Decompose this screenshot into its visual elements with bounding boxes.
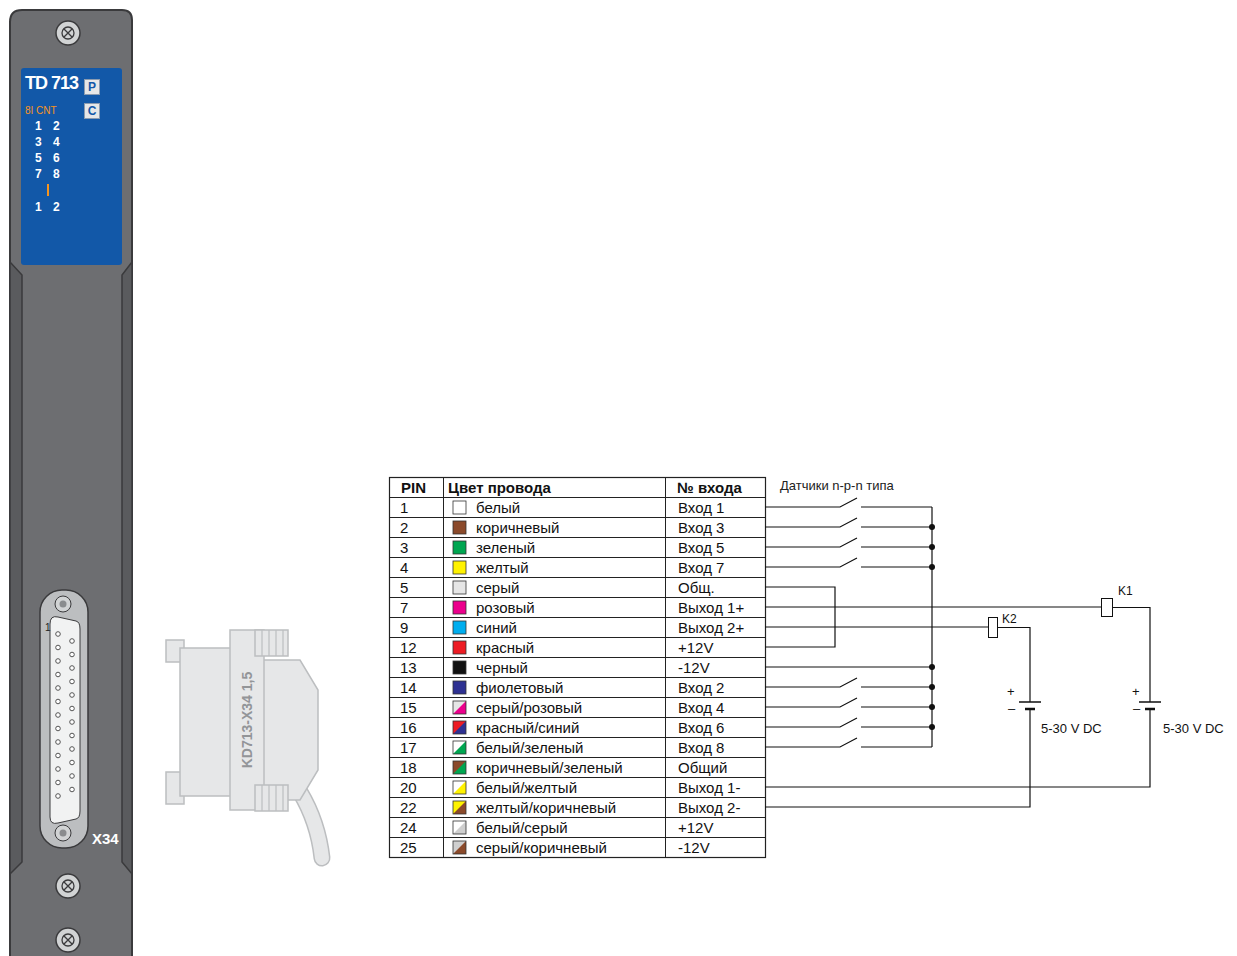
table-header: № входа <box>677 478 742 497</box>
wire-color-cell: серый/розовый <box>476 698 582 717</box>
pin-number-cell: 1 <box>400 498 408 517</box>
cable-marking: KD713-X34 1,5 <box>239 672 255 769</box>
dsub-connector <box>40 590 88 848</box>
signal-cell: Выход 1+ <box>678 598 744 617</box>
polarity-sign: – <box>1133 702 1140 716</box>
module-faceplate <box>10 10 132 956</box>
wire-color-cell: белый <box>476 498 520 517</box>
signal-cell: Вход 6 <box>678 718 724 737</box>
signal-cell: Выход 1- <box>678 778 740 797</box>
polarity-sign: + <box>1132 685 1140 699</box>
pin-number-cell: 2 <box>400 518 408 537</box>
channel-numbers: 1 2 <box>35 120 60 133</box>
wire-color-cell: зеленый <box>476 538 535 557</box>
pin-number-cell: 4 <box>400 558 408 577</box>
indicator-letter: P <box>88 81 96 93</box>
relay-label: K1 <box>1118 585 1133 597</box>
pin-number-cell: 25 <box>400 838 417 857</box>
signal-cell: Выход 2+ <box>678 618 744 637</box>
table-header: Цвет провода <box>448 478 551 497</box>
channel-numbers: 5 6 <box>35 152 60 165</box>
signal-cell: +12V <box>678 638 713 657</box>
table-header: PIN <box>401 478 426 497</box>
signal-cell: -12V <box>678 838 710 857</box>
signal-cell: Вход 1 <box>678 498 724 517</box>
pin-number-cell: 15 <box>400 698 417 717</box>
relay-wire <box>1113 608 1150 689</box>
signal-cell: Общ. <box>678 578 715 597</box>
signal-cell: +12V <box>678 818 713 837</box>
polarity-sign: – <box>1008 702 1015 716</box>
signal-cell: Вход 8 <box>678 738 724 757</box>
pin-table-grid <box>390 478 766 858</box>
pin-number-cell: 3 <box>400 538 408 557</box>
voltage-label: 5-30 V DC <box>1163 721 1224 736</box>
pin-number-cell: 5 <box>400 578 408 597</box>
pin-number: 1 <box>45 623 51 633</box>
battery-source: + – 5-30 V DC <box>1128 688 1236 740</box>
pin-number-cell: 20 <box>400 778 417 797</box>
signal-cell: Вход 4 <box>678 698 724 717</box>
pin-number-cell: 14 <box>400 678 417 697</box>
signal-cell: Вход 2 <box>678 678 724 697</box>
polarity-sign: + <box>1007 685 1015 699</box>
module-type: TD 713 <box>25 73 78 93</box>
wire-color-cell: фиолетовый <box>476 678 564 697</box>
module-faceplate-panel: TD 713 8I CNT 1 2 3 4 5 6 7 8 1 2 PC <box>21 68 122 265</box>
pin-number-cell: 12 <box>400 638 417 657</box>
wire-color-cell: белый/желтый <box>476 778 577 797</box>
channel-numbers: 3 4 <box>35 136 60 149</box>
indicator-letter: C <box>88 105 97 117</box>
wiring <box>765 498 1161 807</box>
module-function: 8I CNT <box>25 105 57 116</box>
wire-color-swatches <box>453 501 466 854</box>
wire-color-cell: серый/коричневый <box>476 838 607 857</box>
status-indicator-box: C <box>84 103 100 119</box>
wire-color-cell: серый <box>476 578 519 597</box>
connector-name: X34 <box>92 831 119 847</box>
pin-number-cell: 16 <box>400 718 417 737</box>
wire-color-cell: белый/серый <box>476 818 568 837</box>
relay-label: K2 <box>1002 613 1017 625</box>
signal-cell: -12V <box>678 658 710 677</box>
wire-color-cell: коричневый/зеленый <box>476 758 623 777</box>
signal-cell: Выход 2- <box>678 798 740 817</box>
pin-number-cell: 7 <box>400 598 408 617</box>
battery-source: + – 5-30 V DC <box>1005 688 1115 740</box>
wire-color-cell: красный/синий <box>476 718 579 737</box>
status-indicator-box: P <box>84 79 100 95</box>
signal-cell: Общий <box>678 758 727 777</box>
pin-number-cell: 18 <box>400 758 417 777</box>
wire-color-cell: черный <box>476 658 528 677</box>
pin-number-cell: 22 <box>400 798 417 817</box>
signal-cell: Вход 7 <box>678 558 724 577</box>
wire-color-cell: красный <box>476 638 534 657</box>
voltage-label: 5-30 V DC <box>1041 721 1102 736</box>
output-numbers: 1 2 <box>35 201 60 214</box>
wire-color-cell: желтый/коричневый <box>476 798 616 817</box>
pin-number-cell: 13 <box>400 658 417 677</box>
pin-number-cell: 17 <box>400 738 417 757</box>
signal-cell: Вход 3 <box>678 518 724 537</box>
wire-color-cell: розовый <box>476 598 535 617</box>
pin-number-cell: 24 <box>400 818 417 837</box>
cable-connector-illustration <box>166 630 322 858</box>
wire-color-cell: коричневый <box>476 518 559 537</box>
signal-cell: Вход 5 <box>678 538 724 557</box>
wire-color-cell: белый/зеленый <box>476 738 583 757</box>
wire-color-cell: синий <box>476 618 517 637</box>
relay-coil: K1 <box>1101 598 1113 617</box>
wire-color-cell: желтый <box>476 558 529 577</box>
pin-number-cell: 9 <box>400 618 408 637</box>
sensor-note: Датчики n-p-n типа <box>780 478 894 493</box>
channel-numbers: 7 8 <box>35 168 60 181</box>
junction-dots <box>929 524 935 730</box>
indicator-bar <box>47 184 49 196</box>
relay-coil: K2 <box>988 617 998 638</box>
relay-wire <box>998 628 1030 689</box>
